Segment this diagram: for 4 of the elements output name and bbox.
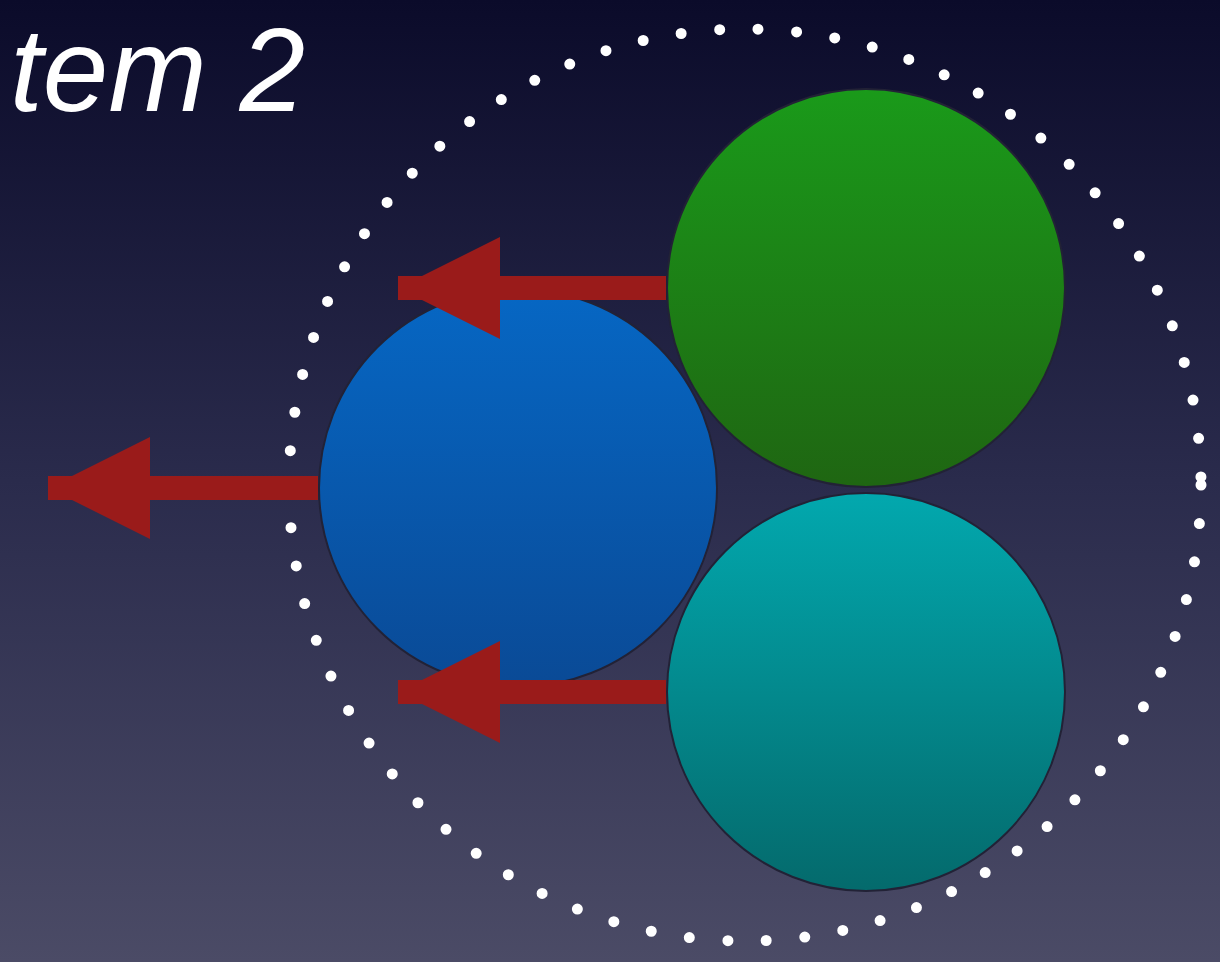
title: tem 2: [10, 3, 306, 138]
arrow: [48, 437, 318, 539]
arrow: [398, 641, 666, 743]
arrow: [398, 237, 666, 339]
